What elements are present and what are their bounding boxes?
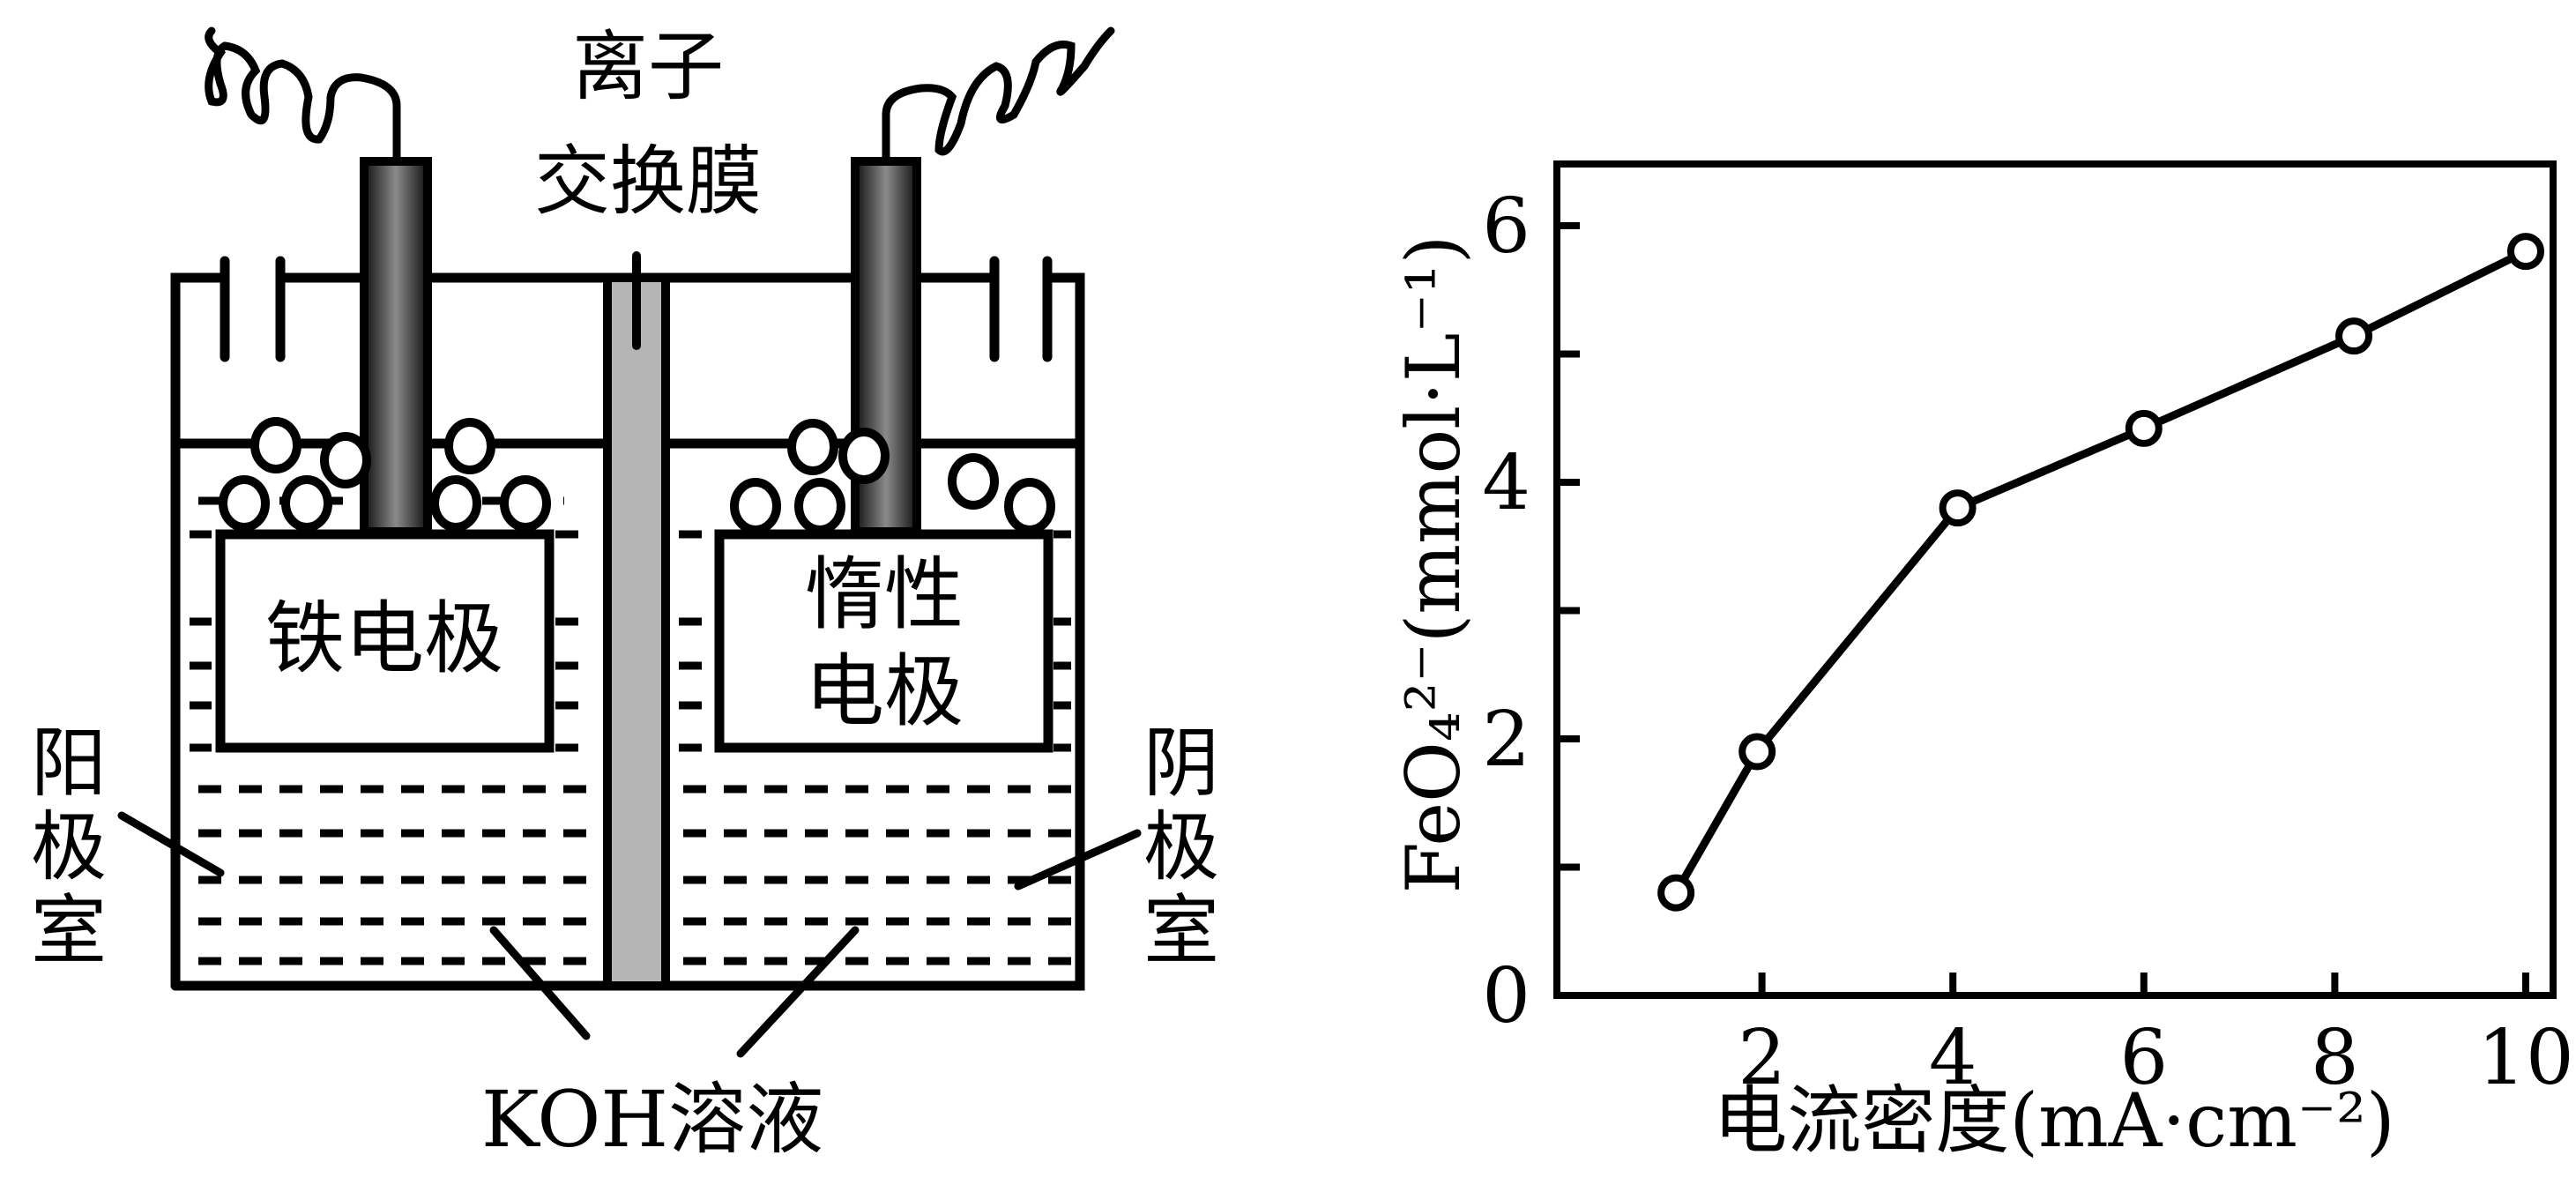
- data-point: [2125, 409, 2163, 447]
- cathode-chamber-label-1: 阴: [1143, 719, 1219, 808]
- gas-bubble: [730, 478, 781, 534]
- plot-frame: [1553, 160, 2557, 999]
- inert-electrode-label-line2: 电极: [805, 645, 964, 738]
- data-point: [2507, 233, 2544, 271]
- y-tick-label: 2: [1482, 696, 1530, 784]
- gas-bubble: [787, 419, 838, 475]
- data-point: [1738, 733, 1776, 771]
- data-point: [1939, 489, 1977, 527]
- koh-pointer-right: [736, 926, 860, 1058]
- y-tick-label: 0: [1482, 952, 1530, 1040]
- anode-chamber-label-2: 极: [31, 803, 107, 891]
- ion-exchange-membrane: [603, 273, 670, 990]
- cathode-chamber-label-2: 极: [1143, 803, 1219, 891]
- anode-chamber-pointer: [117, 811, 225, 877]
- gas-bubble: [430, 475, 481, 532]
- gas-bubble: [500, 475, 551, 532]
- anode-chamber-label-3: 室: [31, 887, 107, 975]
- gas-bubble: [794, 478, 845, 534]
- inert-electrode-plate: [714, 529, 1053, 753]
- koh-pointer-left: [489, 926, 591, 1040]
- gas-bubble: [250, 417, 302, 473]
- inert-electrode-label-line1: 惰性: [805, 548, 964, 641]
- cathode-chamber-pointer: [1014, 829, 1142, 891]
- y-tick-label: 4: [1482, 439, 1530, 527]
- right-wire-coil: [882, 26, 1115, 166]
- x-tick-label: 2: [1738, 1014, 1786, 1102]
- gas-bubble: [219, 475, 270, 532]
- koh-solution-label: KOH溶液: [481, 1074, 823, 1165]
- gas-bubbles: [219, 417, 1055, 534]
- membrane-label-line1: 离子: [572, 23, 724, 111]
- iron-electrode-label: 铁电极: [265, 592, 503, 685]
- gas-bubble: [838, 428, 890, 484]
- gas-bubble: [281, 475, 332, 532]
- data-point: [1657, 874, 1695, 912]
- x-axis-label: 电流密度(mA·cm⁻²): [1713, 1077, 2394, 1164]
- gas-bubble: [948, 453, 999, 510]
- y-tick-label: 6: [1482, 183, 1530, 271]
- x-tick-label: 4: [1929, 1014, 1977, 1102]
- anode-chamber-label-1: 阳: [31, 719, 107, 808]
- data-point: [2335, 317, 2373, 355]
- membrane-label-line2: 交换膜: [534, 138, 762, 226]
- y-axis-label: FeO₄²⁻(mmol·L⁻¹): [1390, 235, 1477, 894]
- cathode-chamber-label-3: 室: [1143, 887, 1219, 975]
- left-wire-coil: [205, 26, 401, 166]
- x-tick-label: 6: [2119, 1014, 2168, 1102]
- x-tick-label: 10: [2477, 1014, 2573, 1102]
- gas-bubble: [444, 418, 495, 474]
- gas-bubble: [1004, 478, 1055, 534]
- gas-bubble: [320, 432, 371, 488]
- left-electrode-rod: [360, 157, 432, 536]
- x-tick-label: 8: [2311, 1014, 2359, 1102]
- iron-electrode-plate: [215, 529, 555, 753]
- series-line: [1672, 248, 2528, 895]
- electrolysis-cell-diagram: 离子 交换膜 铁电极 惰性 电极 阳 极 室 阴 极 室 KOH溶液: [31, 23, 1219, 1165]
